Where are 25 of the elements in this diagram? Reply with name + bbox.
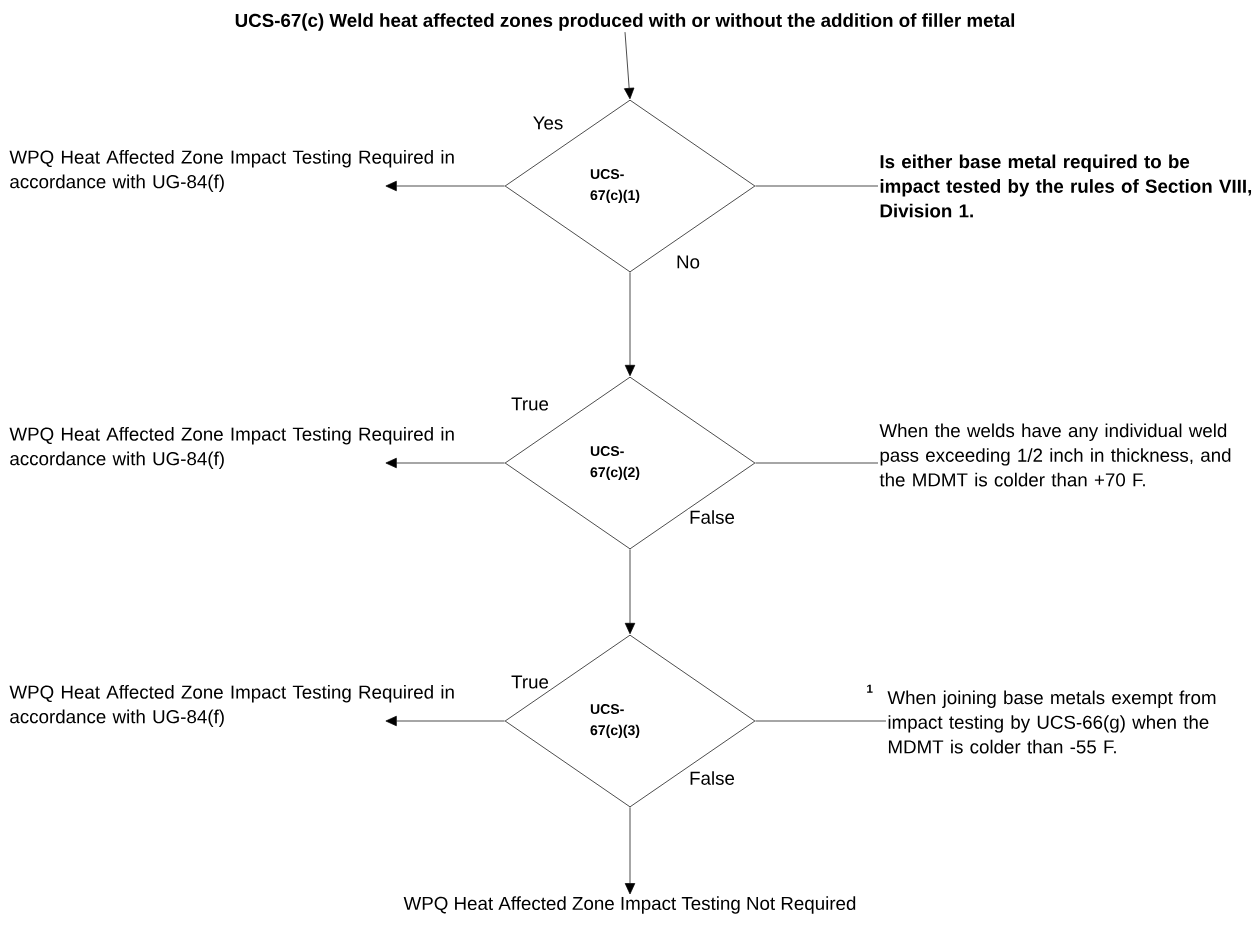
edge-label: True [509,674,551,690]
connector-line [755,185,879,187]
arrow [624,549,636,635]
edge-label: No [674,254,702,270]
connector-line [755,462,879,464]
arrow [624,272,636,377]
edge-label: False [687,508,737,526]
edge-label: False [687,769,737,787]
outcome-text: WPQ Heat Affected Zone Impact Testing Required in accordance with UG-84(f) [9,685,454,728]
condition-text: When joining base metals exempt from impact testing by UCS-66(g) when the MDMT is colder than -55 F. [887,690,1216,754]
edge-label: True [509,396,551,412]
arrow [385,457,505,469]
outcome-text: WPQ Heat Affected Zone Impact Testing Not Required [403,896,856,914]
arrow [385,180,505,192]
outcome-text: WPQ Heat Affected Zone Impact Testing Required in accordance with UG-84(f) [9,149,454,193]
footnote-mark: 1 [867,684,873,693]
condition-text: When the welds have any individual weld pass exceeding 1/2 inch in thickness, and the MDMT is colder than +70 F. [879,423,1231,487]
connector-line [755,720,887,722]
arrow [624,31,635,100]
outcome-text: WPQ Heat Affected Zone Impact Testing Required in accordance with UG-84(f) [9,427,454,470]
edge-label: Yes [531,115,565,131]
arrow [624,807,636,895]
title-text: UCS-67(c) Weld heat affected zones produced with or without the addition of filler metal [235,13,1015,31]
arrow [385,715,505,727]
condition-text: Is either base metal required to be impact tested by the rules of Section VIII, Division 1. [880,154,1252,218]
